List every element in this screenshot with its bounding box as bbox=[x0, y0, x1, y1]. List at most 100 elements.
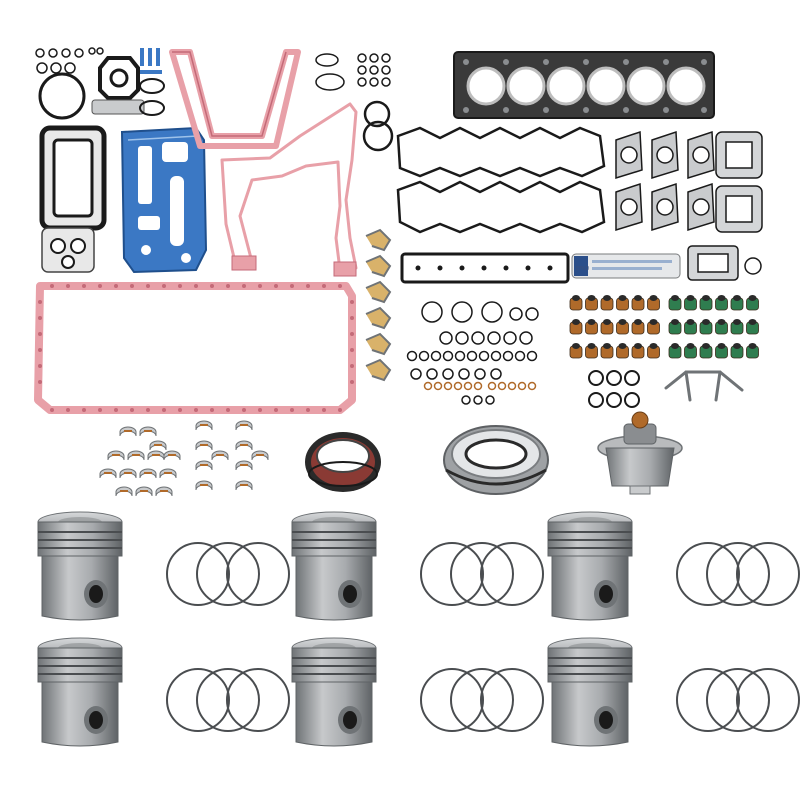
bearing-shell bbox=[235, 440, 253, 451]
orings-cluster-top-middle bbox=[315, 53, 394, 152]
o-ring bbox=[442, 368, 454, 380]
o-ring bbox=[517, 381, 527, 391]
valve-stem-seal bbox=[730, 319, 744, 335]
bearing-shell bbox=[135, 486, 153, 497]
small-orings-top-left bbox=[35, 47, 104, 120]
oil-pan-gasket-pink bbox=[34, 282, 356, 414]
rocker-clip bbox=[365, 228, 392, 252]
head-gasket bbox=[453, 51, 715, 119]
valve-stem-seal bbox=[600, 343, 614, 359]
o-ring bbox=[466, 350, 478, 362]
flange-gaskets-square bbox=[687, 131, 763, 281]
o-ring bbox=[451, 301, 473, 323]
sealant-tube-label: EPKD bbox=[576, 266, 589, 272]
ring-set bbox=[166, 668, 290, 732]
ring-set bbox=[420, 542, 544, 606]
piston bbox=[37, 511, 123, 621]
valve-stem-seal bbox=[746, 343, 759, 359]
bearing-shell bbox=[139, 468, 157, 479]
rocker-clip bbox=[365, 306, 392, 330]
valve-stem-seal bbox=[647, 319, 660, 335]
o-ring bbox=[527, 381, 537, 391]
ring-set bbox=[676, 668, 800, 732]
o-ring bbox=[485, 395, 495, 405]
valve-stem-seal bbox=[616, 319, 629, 335]
o-ring bbox=[406, 350, 418, 362]
orings-right-middle bbox=[588, 370, 640, 408]
valve-stem-seal bbox=[699, 295, 713, 311]
valve-stem-seal bbox=[684, 295, 697, 311]
o-ring bbox=[458, 368, 470, 380]
valve-stem-seal bbox=[585, 295, 598, 311]
o-ring bbox=[490, 350, 502, 362]
o-ring bbox=[478, 350, 490, 362]
bearing-shell bbox=[115, 486, 133, 497]
o-ring bbox=[473, 395, 483, 405]
o-ring bbox=[502, 350, 514, 362]
intake-gasket-strip bbox=[400, 252, 570, 284]
o-ring bbox=[439, 331, 453, 345]
o-ring bbox=[442, 350, 454, 362]
valve-cover-gaskets bbox=[396, 126, 606, 234]
valve-stem-seal bbox=[585, 319, 598, 335]
exhaust-manifold-gaskets bbox=[615, 130, 715, 232]
rear-crank-seal bbox=[305, 432, 381, 492]
valve-stem-seal bbox=[616, 295, 629, 311]
valve-stem-seal bbox=[746, 319, 759, 335]
ring-set bbox=[420, 668, 544, 732]
ring-set bbox=[676, 542, 800, 606]
o-ring bbox=[463, 381, 473, 391]
o-ring bbox=[490, 368, 502, 380]
valve-stem-seal bbox=[647, 295, 660, 311]
piston bbox=[547, 637, 633, 747]
rocker-clip bbox=[365, 332, 392, 356]
valve-stem-seal bbox=[684, 319, 697, 335]
gasket-tabs-pink bbox=[231, 255, 357, 277]
o-ring bbox=[426, 368, 438, 380]
o-ring bbox=[503, 331, 517, 345]
valve-stem-seal bbox=[585, 343, 598, 359]
oil-filter-head-gasket bbox=[91, 56, 145, 115]
valve-stem-seal bbox=[668, 295, 682, 311]
bearing-shell bbox=[251, 450, 269, 461]
o-ring bbox=[453, 381, 463, 391]
o-ring bbox=[418, 350, 430, 362]
piston bbox=[291, 511, 377, 621]
o-ring bbox=[525, 307, 539, 321]
o-ring bbox=[473, 381, 483, 391]
bearing-shell bbox=[195, 460, 213, 471]
bearing-shell bbox=[99, 468, 117, 479]
o-ring bbox=[461, 395, 471, 405]
piston bbox=[291, 637, 377, 747]
valve-stem-seal bbox=[668, 319, 682, 335]
bearing-shell bbox=[211, 450, 229, 461]
o-ring bbox=[509, 307, 523, 321]
valve-stem-seal bbox=[631, 295, 645, 311]
valve-stem-seal bbox=[631, 343, 645, 359]
valve-stem-seal bbox=[730, 295, 744, 311]
rocker-clips bbox=[365, 228, 392, 382]
rocker-clip bbox=[365, 254, 392, 278]
valve-stem-seal bbox=[616, 343, 629, 359]
o-ring bbox=[443, 381, 453, 391]
o-ring bbox=[481, 301, 503, 323]
o-ring bbox=[497, 381, 507, 391]
piston-ring-sets bbox=[166, 542, 800, 732]
wire-bracket bbox=[664, 370, 744, 402]
valve-stem-seal bbox=[600, 319, 614, 335]
bearing-shell bbox=[195, 440, 213, 451]
bearing-shell bbox=[195, 480, 213, 491]
valve-stem-seals bbox=[569, 295, 759, 359]
o-ring bbox=[487, 381, 497, 391]
o-ring bbox=[474, 368, 486, 380]
valve-stem-seal bbox=[647, 343, 660, 359]
bearing-shell bbox=[127, 450, 145, 461]
bearing-shell bbox=[235, 480, 253, 491]
valve-stem-seal bbox=[569, 295, 583, 311]
bearing-shell bbox=[163, 450, 181, 461]
valve-stem-seal bbox=[715, 343, 728, 359]
bearing-shell bbox=[119, 426, 137, 437]
rocker-clip bbox=[365, 280, 392, 304]
piston bbox=[37, 637, 123, 747]
bearing-shell bbox=[107, 450, 125, 461]
